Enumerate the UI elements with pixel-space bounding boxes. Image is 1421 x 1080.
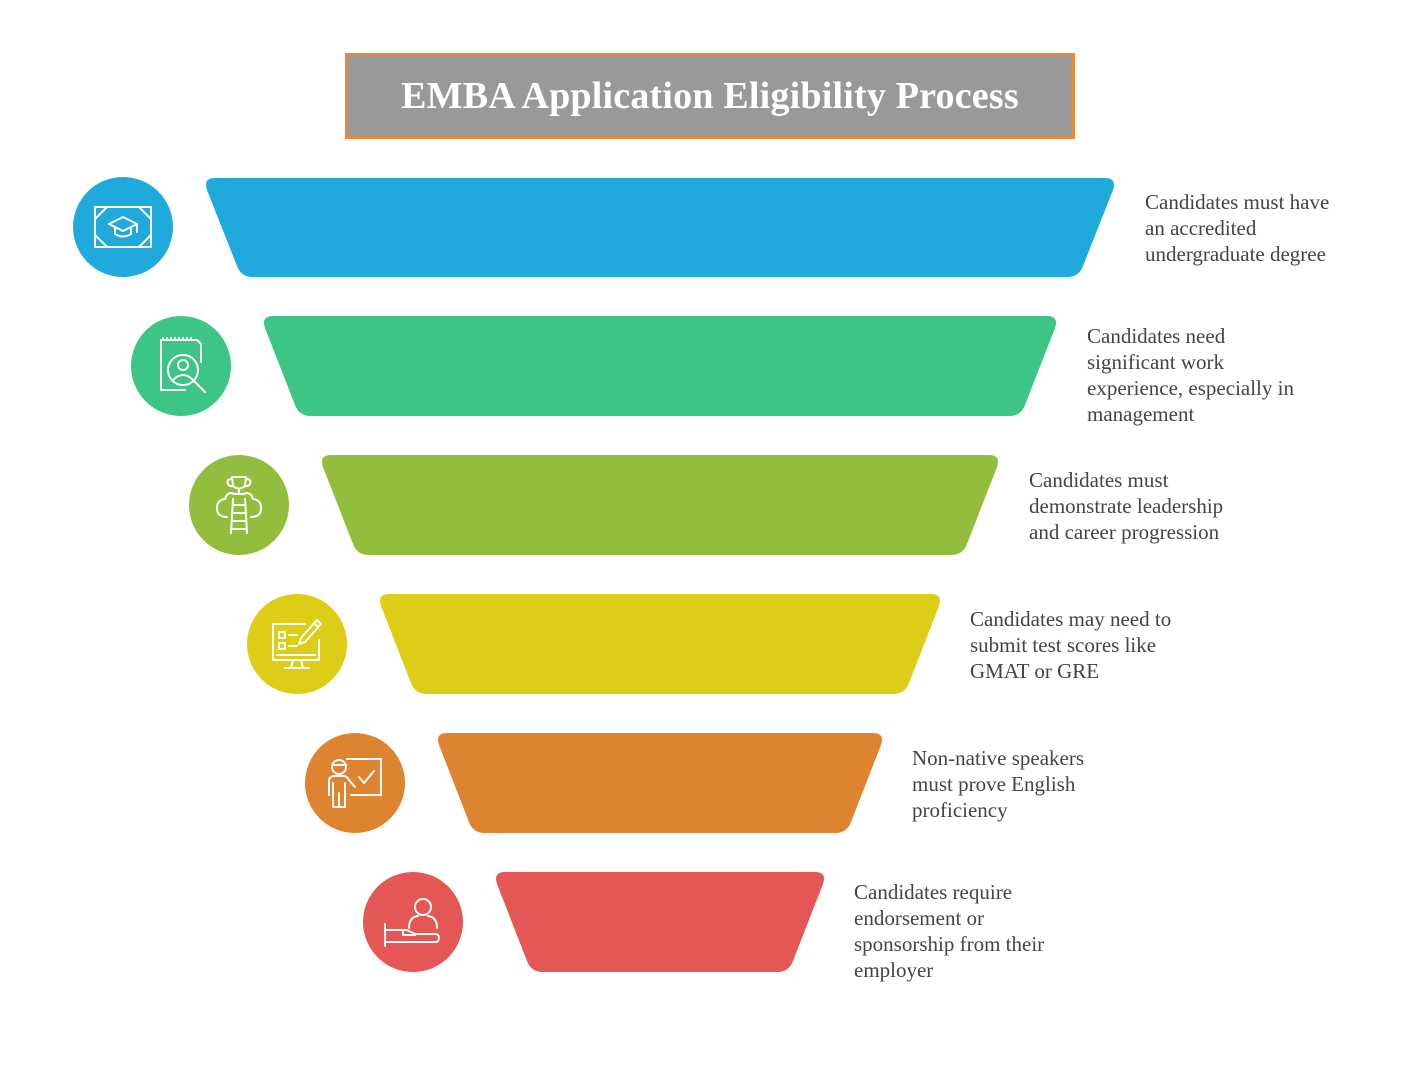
candidate-search-icon bbox=[160, 337, 206, 393]
funnel-band-2 bbox=[264, 316, 1056, 416]
hand-support-person-icon bbox=[384, 898, 440, 947]
diploma-graduation-cap-icon bbox=[94, 206, 152, 248]
funnel-band-5 bbox=[438, 733, 882, 833]
funnel-band-1 bbox=[206, 178, 1114, 277]
title-box: EMBA Application Eligibility Process bbox=[345, 53, 1075, 139]
step-1-description: Candidates must have an accredited under… bbox=[1145, 190, 1330, 266]
online-test-icon bbox=[272, 619, 322, 669]
step-6-icon-circle bbox=[363, 872, 463, 972]
funnel-band-3 bbox=[322, 455, 998, 555]
step-1-icon-circle bbox=[73, 177, 173, 277]
step-3-description: Candidates must demonstrate leadership a… bbox=[1029, 468, 1224, 544]
funnel-band-4 bbox=[380, 594, 940, 694]
step-5-description: Non-native speakers must prove English p… bbox=[912, 746, 1085, 822]
step-2-description: Candidates need significant work experie… bbox=[1087, 324, 1294, 426]
step-4-description: Candidates may need to submit test score… bbox=[970, 607, 1172, 683]
step-6-description: Candidates require endorsement or sponso… bbox=[854, 880, 1045, 982]
step-4-icon-circle bbox=[247, 594, 347, 694]
presenter-checkmark-icon bbox=[328, 758, 382, 808]
step-3-icon-circle bbox=[189, 455, 289, 555]
funnel-band-6 bbox=[496, 872, 824, 972]
step-5-icon-circle bbox=[305, 733, 405, 833]
page-title: EMBA Application Eligibility Process bbox=[401, 75, 1019, 117]
step-2-icon-circle bbox=[131, 316, 231, 416]
trophy-ladder-icon bbox=[216, 476, 262, 534]
